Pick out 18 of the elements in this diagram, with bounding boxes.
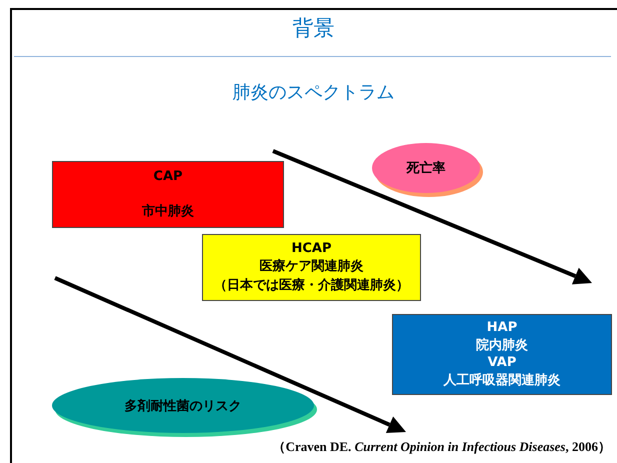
term-box — [392, 314, 612, 395]
node-text: 市中肺炎 — [142, 202, 194, 220]
slide-title: 背景 — [292, 15, 336, 42]
node-text: （日本では医療・介護関連肺炎） — [214, 276, 409, 294]
subtitle: 肺炎のスペクトラム — [232, 81, 396, 104]
node-text: 医療ケア関連肺炎 — [260, 258, 364, 275]
term-box — [52, 161, 284, 228]
node-text: 死亡率 — [406, 160, 446, 177]
node-text: HCAP — [291, 241, 332, 256]
label-ellipse — [372, 143, 480, 193]
node-text: 人工呼吸器関連肺炎 — [444, 372, 560, 389]
node-text: CAP — [153, 169, 183, 184]
node-text: VAP — [488, 355, 516, 370]
node-text: 多剤耐性菌のリスク — [124, 398, 242, 414]
node-text: HAP — [486, 320, 518, 335]
citation: （Craven DE. Current Opinion in Infectious Diseases, 2006） — [272, 438, 611, 456]
node-text: 院内肺炎 — [476, 336, 528, 354]
term-box — [202, 234, 421, 301]
